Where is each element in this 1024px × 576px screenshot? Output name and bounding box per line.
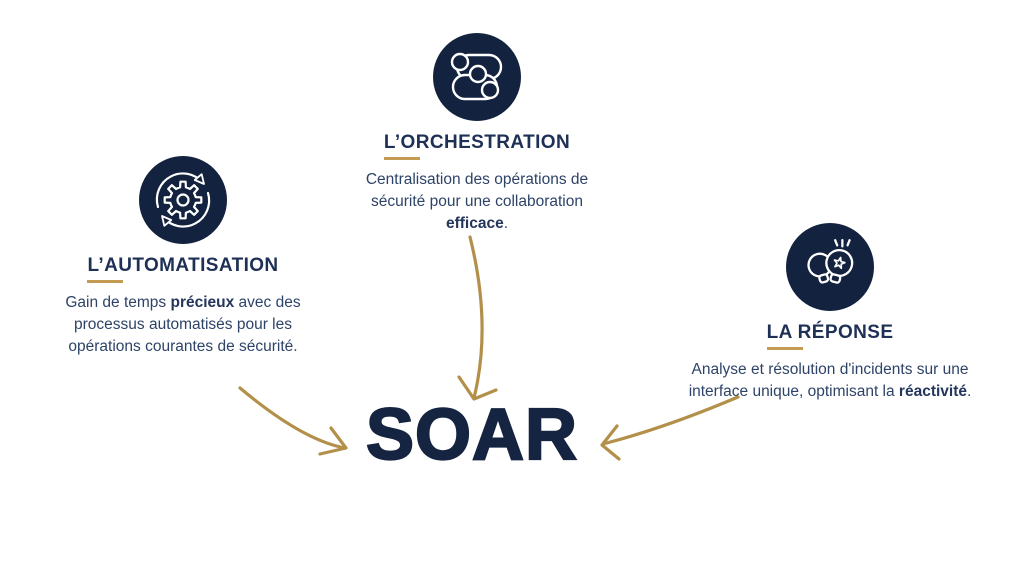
body-text-bold: réactivité [898, 383, 967, 400]
section-title-text: L’AUTOMATISATION [87, 255, 279, 276]
section-body-reponse: Analyse et résolution d'incidents sur un… [662, 359, 998, 403]
section-reponse: LA RÉPONSE Analyse et résolution d'incid… [660, 223, 1000, 403]
orchestration-icon-circle [433, 33, 521, 121]
body-text-prefix: Gain de temps [65, 294, 171, 311]
body-text-suffix: avec des processus automatisés pour les … [68, 294, 301, 355]
body-text-prefix: Centralisation des opérations de sécurit… [365, 171, 589, 210]
title-underline [766, 347, 803, 350]
body-text-bold: précieux [170, 294, 235, 311]
section-body-orchestration: Centralisation des opérations de sécurit… [352, 169, 602, 235]
section-title-reponse: LA RÉPONSE [766, 321, 894, 350]
gear-sync-icon [155, 172, 211, 228]
reponse-icon-circle [786, 223, 874, 311]
body-text-suffix: . [503, 215, 509, 232]
section-body-automatisation: Gain de temps précieux avec des processu… [64, 292, 302, 358]
title-underline [87, 280, 124, 283]
section-title-orchestration: L’ORCHESTRATION [383, 131, 571, 160]
section-orchestration: L’ORCHESTRATION Centralisation des opéra… [349, 33, 605, 235]
section-title-text: LA RÉPONSE [766, 322, 894, 343]
title-underline [383, 157, 420, 160]
workflow-nodes-icon [450, 52, 503, 101]
section-automatisation: L’AUTOMATISATION Gain de temps précieux … [55, 156, 311, 358]
body-text-prefix: Analyse et résolution d'incidents sur un… [688, 361, 969, 400]
body-text-suffix: . [967, 383, 972, 400]
section-title-text: L’ORCHESTRATION [383, 132, 571, 153]
automatisation-icon-circle [139, 156, 227, 244]
arrow-orchestration-to-soar [457, 235, 498, 401]
lightbulbs-idea-icon [807, 239, 854, 284]
soar-label: SOAR [365, 395, 579, 475]
section-title-automatisation: L’AUTOMATISATION [87, 254, 279, 283]
body-text-bold: efficace [445, 215, 504, 232]
